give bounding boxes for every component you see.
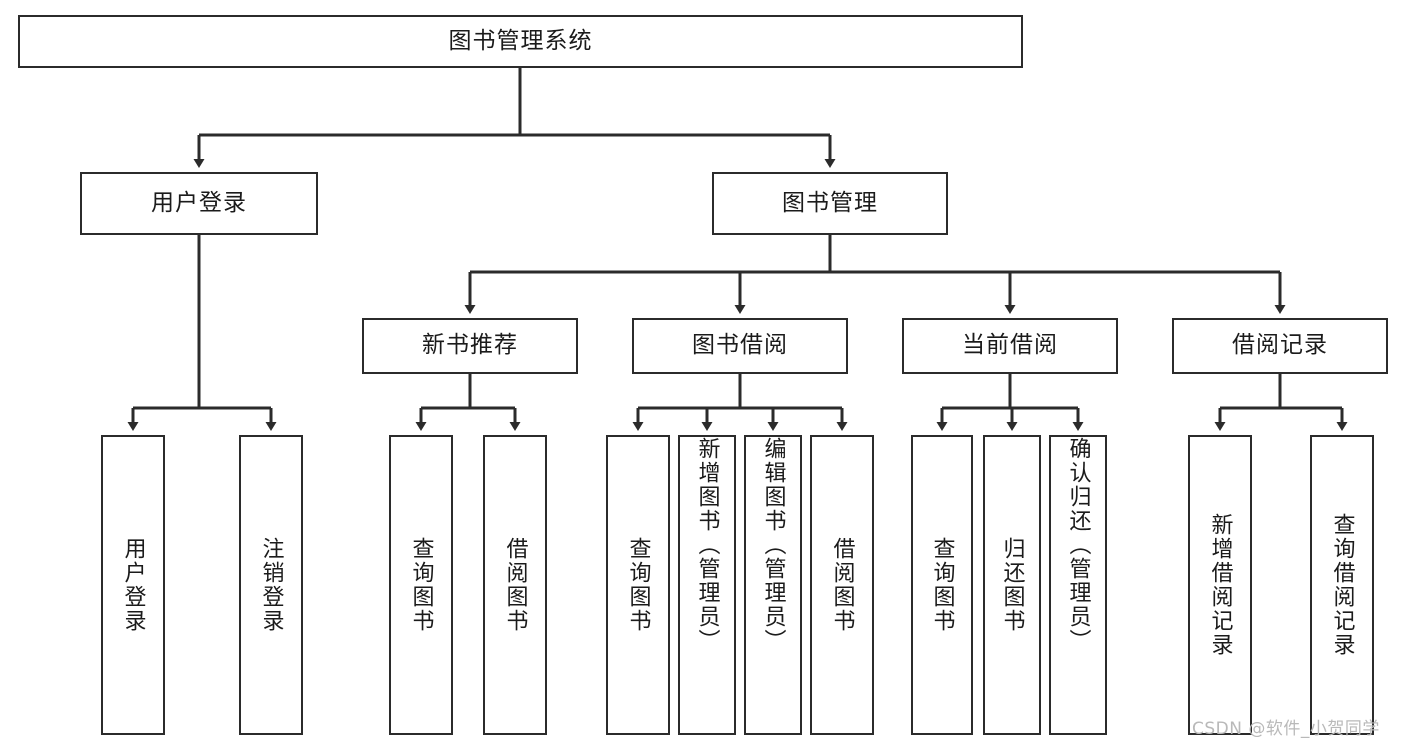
node-book-borrow[interactable]: 图书借阅: [632, 318, 848, 374]
node-leaf-add-book-label: 新增图书（管理员）: [694, 437, 720, 653]
node-leaf-query-record-label: 查询借阅记录: [1329, 513, 1355, 657]
node-new-book-rec-label: 新书推荐: [422, 332, 518, 359]
node-user-login-label: 用户登录: [151, 189, 247, 216]
node-leaf-query-book-current-label: 查询图书: [929, 537, 955, 633]
node-leaf-user-logout-label: 注销登录: [258, 537, 284, 633]
node-current-borrow-label: 当前借阅: [962, 332, 1058, 359]
csdn-watermark: CSDN @软件_小贺同学: [1192, 719, 1380, 739]
node-leaf-query-book-rec-label: 查询图书: [408, 537, 434, 633]
node-root-label: 图书管理系统: [448, 27, 593, 54]
node-leaf-add-book[interactable]: 新增图书（管理员）: [678, 435, 736, 735]
node-leaf-user-login-label: 用户登录: [120, 537, 146, 633]
node-current-borrow[interactable]: 当前借阅: [902, 318, 1118, 374]
node-book-borrow-label: 图书借阅: [692, 332, 788, 359]
node-leaf-add-record[interactable]: 新增借阅记录: [1188, 435, 1252, 735]
node-leaf-edit-book[interactable]: 编辑图书（管理员）: [744, 435, 802, 735]
node-leaf-return-book-label: 归还图书: [999, 537, 1025, 633]
node-leaf-borrow-book[interactable]: 借阅图书: [810, 435, 874, 735]
node-user-login[interactable]: 用户登录: [80, 172, 318, 235]
node-borrow-record-label: 借阅记录: [1232, 332, 1328, 359]
node-leaf-add-record-label: 新增借阅记录: [1207, 513, 1233, 657]
node-new-book-rec[interactable]: 新书推荐: [362, 318, 578, 374]
node-book-manage[interactable]: 图书管理: [712, 172, 948, 235]
node-leaf-user-login[interactable]: 用户登录: [101, 435, 165, 735]
node-leaf-borrow-book-rec[interactable]: 借阅图书: [483, 435, 547, 735]
node-leaf-edit-book-label: 编辑图书（管理员）: [760, 437, 786, 653]
node-leaf-query-book-borrow-label: 查询图书: [625, 537, 651, 633]
node-leaf-borrow-book-rec-label: 借阅图书: [502, 537, 528, 633]
node-leaf-return-book[interactable]: 归还图书: [983, 435, 1041, 735]
node-book-manage-label: 图书管理: [782, 189, 878, 216]
node-leaf-user-logout[interactable]: 注销登录: [239, 435, 303, 735]
node-leaf-query-book-borrow[interactable]: 查询图书: [606, 435, 670, 735]
node-leaf-query-record[interactable]: 查询借阅记录: [1310, 435, 1374, 735]
node-root[interactable]: 图书管理系统: [18, 15, 1023, 68]
node-leaf-borrow-book-label: 借阅图书: [829, 537, 855, 633]
node-leaf-confirm-return-label: 确认归还（管理员）: [1065, 437, 1091, 653]
node-leaf-query-book-current[interactable]: 查询图书: [911, 435, 973, 735]
node-borrow-record[interactable]: 借阅记录: [1172, 318, 1388, 374]
node-leaf-confirm-return[interactable]: 确认归还（管理员）: [1049, 435, 1107, 735]
node-leaf-query-book-rec[interactable]: 查询图书: [389, 435, 453, 735]
